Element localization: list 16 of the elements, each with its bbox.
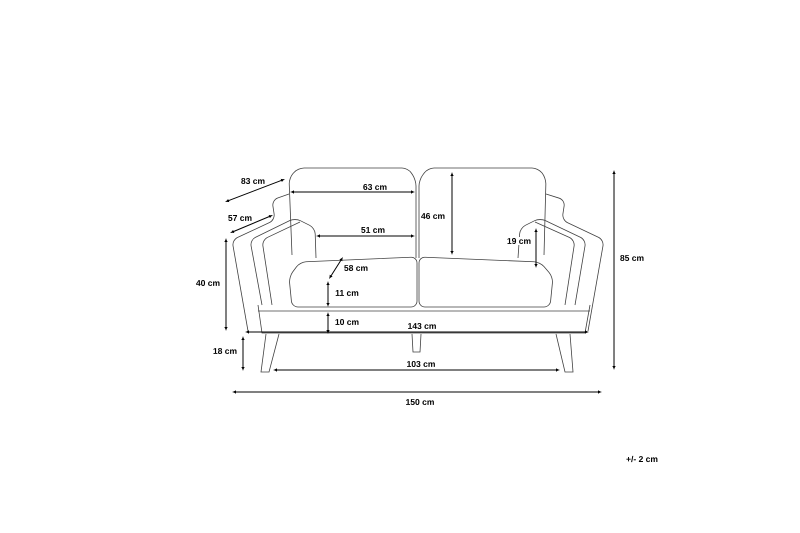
dimension-label: 85 cm [618,254,646,262]
dimension-label: 143 cm [406,322,438,330]
dimension-label: 19 cm [506,236,532,245]
dimension-label: 10 cm [334,318,360,326]
dimension-label: 18 cm [212,347,238,355]
dimension-label: 58 cm [342,264,370,272]
tolerance-note: +/- 2 cm [625,454,659,464]
dimension-label: 57 cm [226,214,254,222]
dimension-label: 51 cm [360,226,386,234]
dimension-label: 46 cm [420,212,446,220]
dimension-label: 63 cm [362,182,388,191]
dimension-label: 83 cm [240,176,266,185]
dimension-label: 103 cm [406,360,436,368]
dimension-label: 40 cm [194,278,222,287]
dimension-label: 150 cm [404,398,436,406]
dimension-label: 11 cm [334,289,360,297]
